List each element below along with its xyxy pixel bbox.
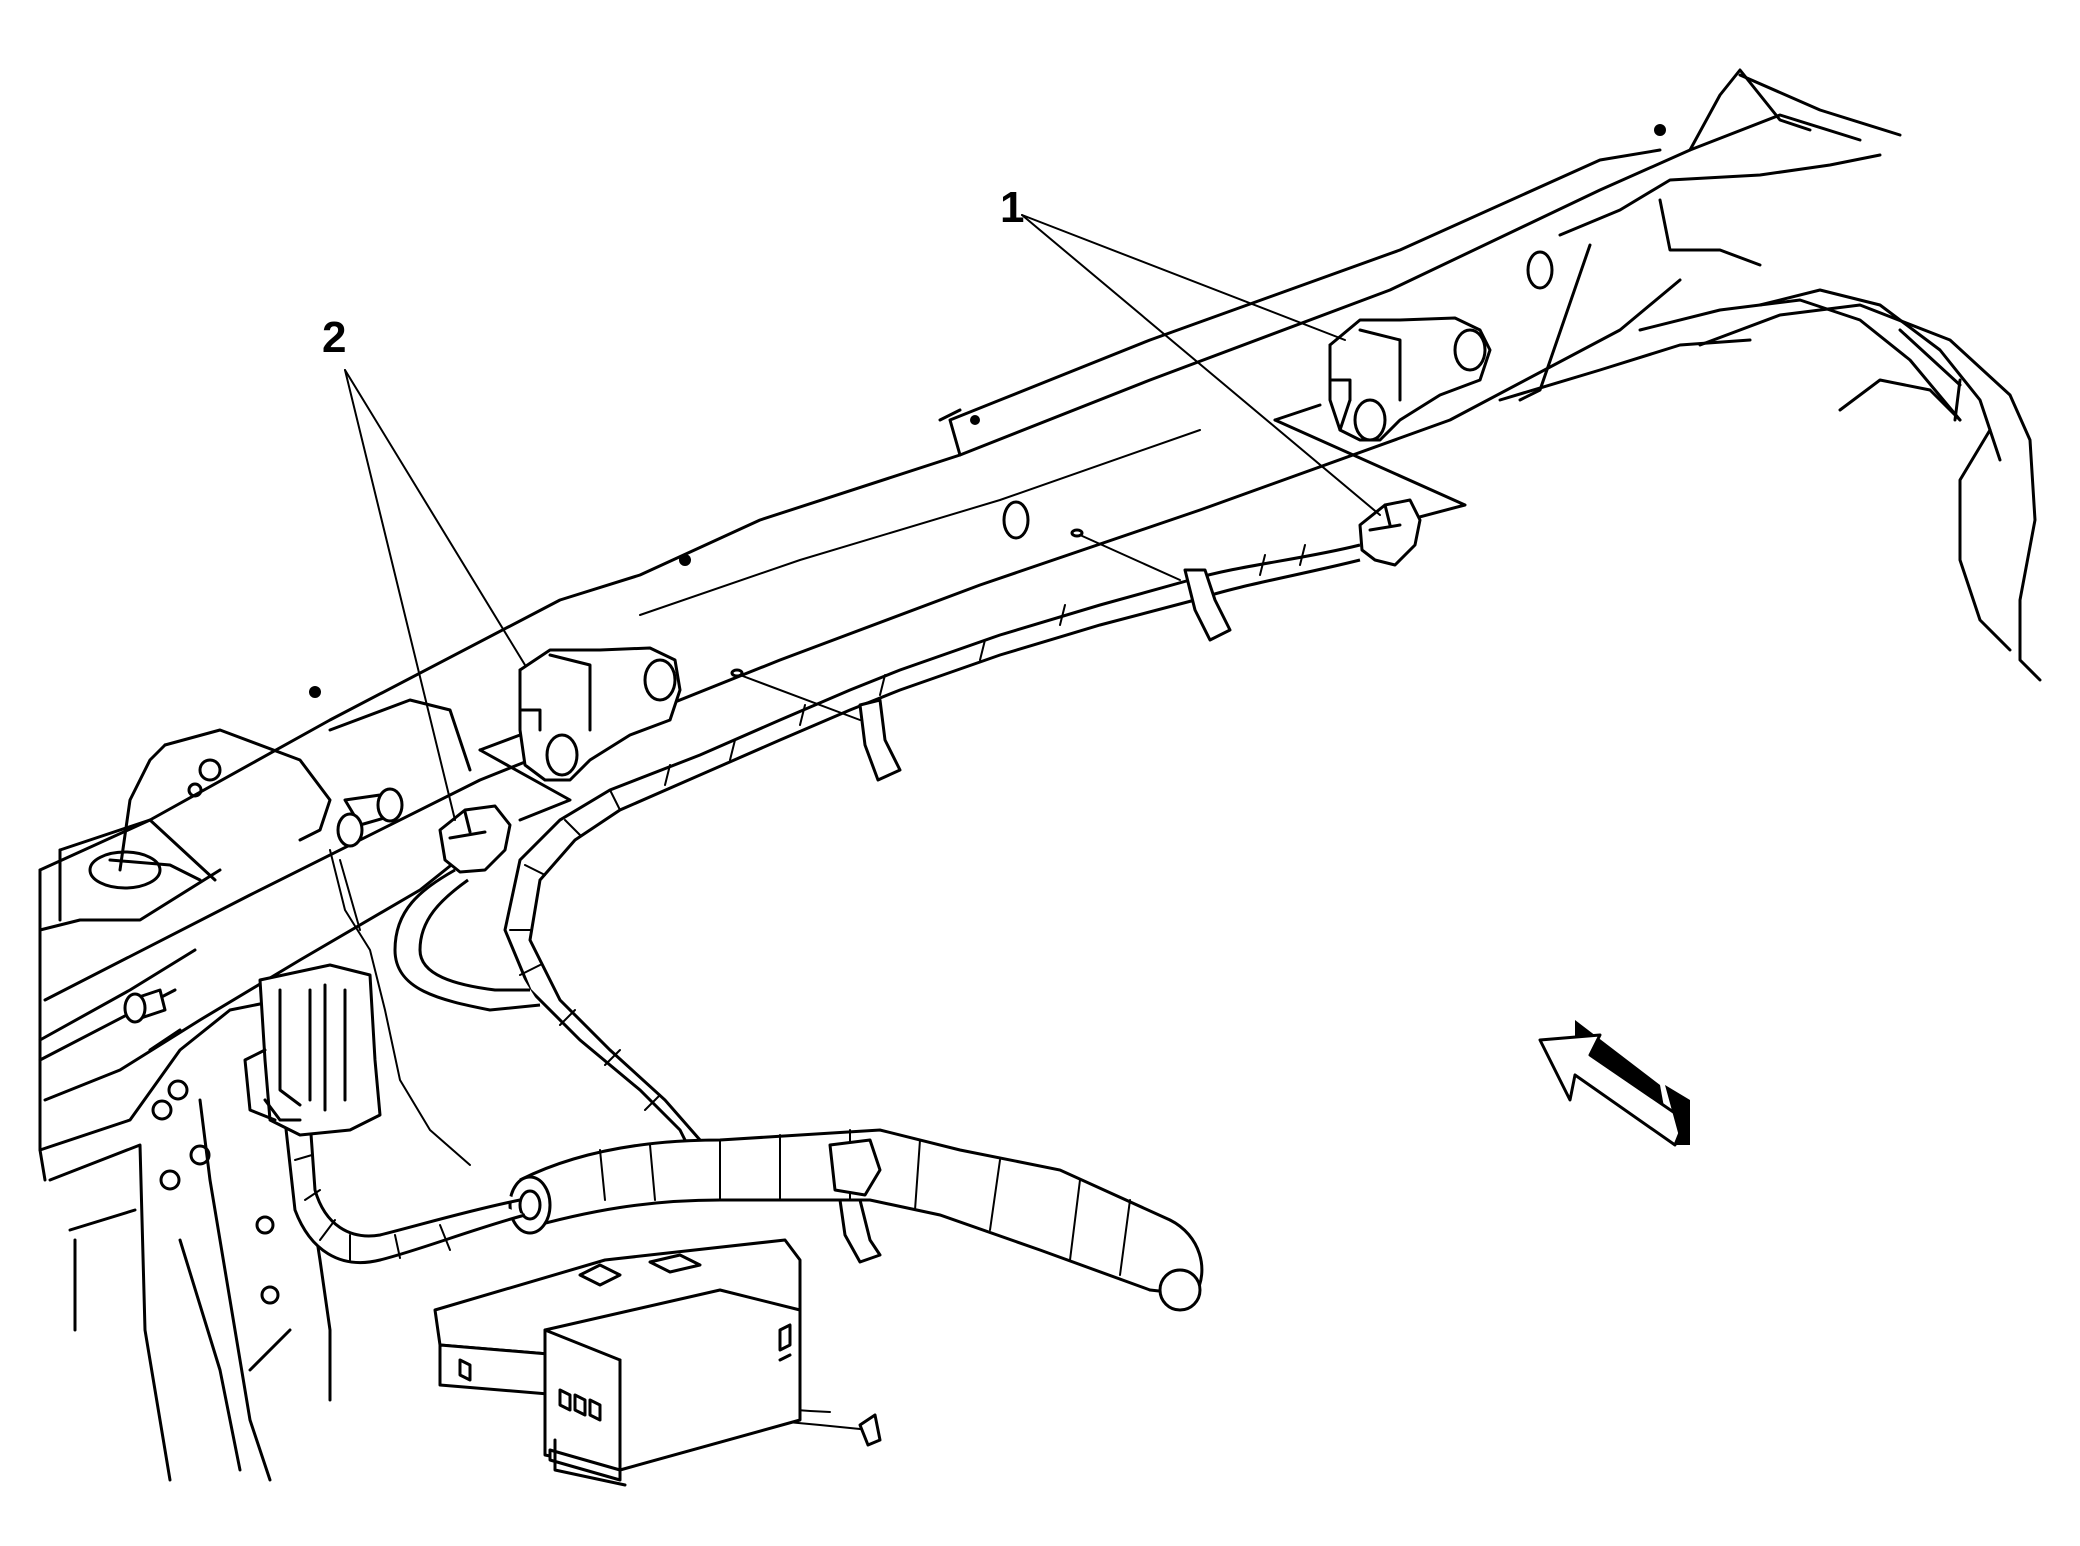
sensor-connector-upper [1358, 498, 1422, 567]
wiring-harness [283, 528, 1361, 1447]
callout-1: 1 [1000, 183, 1381, 516]
sensor-upper-right [1328, 316, 1492, 442]
callout-2-leader-b [344, 369, 456, 821]
callout-2-leader-a [344, 369, 526, 666]
control-module [433, 1238, 802, 1487]
callout-1-leader-a [1021, 214, 1346, 341]
sensor-left [518, 646, 682, 782]
callout-1-leader-b [1021, 214, 1381, 516]
sensor-connector-lower [438, 804, 512, 874]
callout-2: 2 [322, 313, 526, 821]
callout-2-label: 2 [322, 313, 346, 362]
left-connector-module [243, 963, 382, 1137]
callout-1-label: 1 [1000, 183, 1024, 232]
direction-arrow-icon [1538, 1020, 1690, 1147]
frame-rail [38, 68, 2042, 1102]
